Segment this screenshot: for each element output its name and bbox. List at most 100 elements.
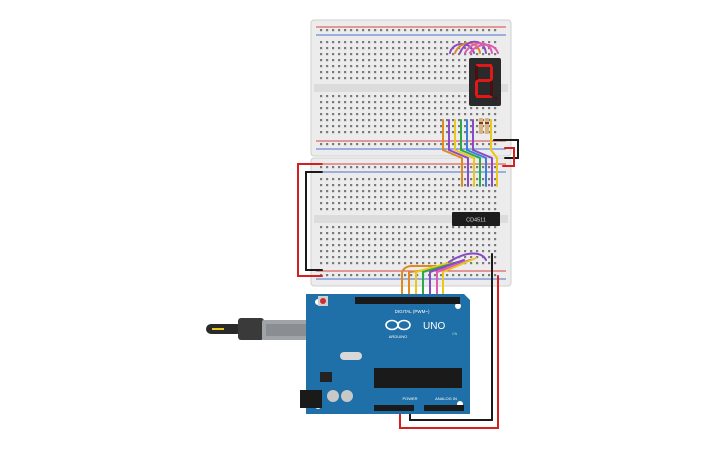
breadboard-hole[interactable] xyxy=(428,262,431,265)
breadboard-hole[interactable] xyxy=(422,41,425,44)
breadboard-hole[interactable] xyxy=(482,250,485,253)
breadboard-hole[interactable] xyxy=(452,143,455,146)
breadboard-hole[interactable] xyxy=(416,47,419,50)
breadboard-hole[interactable] xyxy=(362,125,365,128)
breadboard-hole[interactable] xyxy=(494,190,497,193)
breadboard-hole[interactable] xyxy=(398,244,401,247)
breadboard-hole[interactable] xyxy=(326,143,329,146)
breadboard-hole[interactable] xyxy=(410,119,413,122)
breadboard-hole[interactable] xyxy=(320,71,323,74)
breadboard-hole[interactable] xyxy=(398,256,401,259)
breadboard-hole[interactable] xyxy=(368,166,371,169)
cd4511-chip[interactable]: CD4511 xyxy=(452,212,500,226)
breadboard-hole[interactable] xyxy=(446,190,449,193)
breadboard-hole[interactable] xyxy=(404,232,407,235)
breadboard-hole[interactable] xyxy=(344,71,347,74)
breadboard-hole[interactable] xyxy=(428,71,431,74)
breadboard-hole[interactable] xyxy=(416,131,419,134)
breadboard-hole[interactable] xyxy=(344,131,347,134)
breadboard-hole[interactable] xyxy=(356,226,359,229)
breadboard-hole[interactable] xyxy=(380,178,383,181)
breadboard-hole[interactable] xyxy=(392,226,395,229)
breadboard-hole[interactable] xyxy=(458,208,461,211)
breadboard-hole[interactable] xyxy=(350,166,353,169)
breadboard-hole[interactable] xyxy=(350,119,353,122)
breadboard-hole[interactable] xyxy=(452,53,455,56)
breadboard-hole[interactable] xyxy=(470,232,473,235)
breadboard-hole[interactable] xyxy=(362,77,365,80)
breadboard-hole[interactable] xyxy=(338,125,341,128)
breadboard-hole[interactable] xyxy=(392,196,395,199)
breadboard-hole[interactable] xyxy=(320,131,323,134)
breadboard-hole[interactable] xyxy=(344,244,347,247)
breadboard-hole[interactable] xyxy=(428,190,431,193)
breadboard-hole[interactable] xyxy=(326,29,329,32)
breadboard-hole[interactable] xyxy=(344,262,347,265)
breadboard-hole[interactable] xyxy=(380,41,383,44)
breadboard-hole[interactable] xyxy=(362,196,365,199)
breadboard-hole[interactable] xyxy=(380,65,383,68)
breadboard-hole[interactable] xyxy=(470,262,473,265)
breadboard-hole[interactable] xyxy=(458,166,461,169)
breadboard-hole[interactable] xyxy=(374,59,377,62)
breadboard-hole[interactable] xyxy=(434,238,437,241)
breadboard-hole[interactable] xyxy=(410,244,413,247)
breadboard-hole[interactable] xyxy=(410,95,413,98)
breadboard-hole[interactable] xyxy=(482,184,485,187)
breadboard-hole[interactable] xyxy=(494,226,497,229)
breadboard-hole[interactable] xyxy=(422,202,425,205)
breadboard-hole[interactable] xyxy=(374,250,377,253)
breadboard-hole[interactable] xyxy=(398,250,401,253)
breadboard-hole[interactable] xyxy=(494,113,497,116)
breadboard-hole[interactable] xyxy=(428,208,431,211)
breadboard-hole[interactable] xyxy=(350,184,353,187)
breadboard-hole[interactable] xyxy=(338,262,341,265)
breadboard-hole[interactable] xyxy=(326,196,329,199)
breadboard-hole[interactable] xyxy=(476,244,479,247)
breadboard-hole[interactable] xyxy=(356,256,359,259)
breadboard-hole[interactable] xyxy=(416,59,419,62)
breadboard-hole[interactable] xyxy=(338,119,341,122)
breadboard-hole[interactable] xyxy=(488,113,491,116)
breadboard-hole[interactable] xyxy=(434,77,437,80)
breadboard-hole[interactable] xyxy=(458,184,461,187)
breadboard-hole[interactable] xyxy=(440,41,443,44)
breadboard-hole[interactable] xyxy=(410,131,413,134)
breadboard-hole[interactable] xyxy=(338,238,341,241)
breadboard-hole[interactable] xyxy=(440,59,443,62)
breadboard-hole[interactable] xyxy=(446,119,449,122)
breadboard-hole[interactable] xyxy=(332,184,335,187)
breadboard-hole[interactable] xyxy=(452,107,455,110)
breadboard-hole[interactable] xyxy=(458,226,461,229)
breadboard-hole[interactable] xyxy=(338,178,341,181)
breadboard-hole[interactable] xyxy=(356,184,359,187)
breadboard-hole[interactable] xyxy=(494,274,497,277)
breadboard-hole[interactable] xyxy=(482,274,485,277)
breadboard-hole[interactable] xyxy=(458,65,461,68)
breadboard-hole[interactable] xyxy=(368,95,371,98)
breadboard-hole[interactable] xyxy=(338,166,341,169)
breadboard-hole[interactable] xyxy=(464,77,467,80)
breadboard-hole[interactable] xyxy=(344,238,347,241)
breadboard-hole[interactable] xyxy=(320,77,323,80)
breadboard-hole[interactable] xyxy=(398,143,401,146)
breadboard-hole[interactable] xyxy=(326,184,329,187)
breadboard-hole[interactable] xyxy=(332,262,335,265)
breadboard-hole[interactable] xyxy=(476,184,479,187)
breadboard-hole[interactable] xyxy=(476,119,479,122)
breadboard-hole[interactable] xyxy=(416,143,419,146)
breadboard-hole[interactable] xyxy=(422,47,425,50)
breadboard-hole[interactable] xyxy=(344,256,347,259)
breadboard-hole[interactable] xyxy=(320,53,323,56)
breadboard-hole[interactable] xyxy=(488,143,491,146)
breadboard-hole[interactable] xyxy=(446,101,449,104)
breadboard-hole[interactable] xyxy=(386,101,389,104)
breadboard-hole[interactable] xyxy=(446,29,449,32)
breadboard-hole[interactable] xyxy=(470,143,473,146)
breadboard-hole[interactable] xyxy=(416,256,419,259)
breadboard-hole[interactable] xyxy=(440,101,443,104)
breadboard-hole[interactable] xyxy=(464,131,467,134)
breadboard-hole[interactable] xyxy=(356,41,359,44)
breadboard-hole[interactable] xyxy=(482,119,485,122)
breadboard-hole[interactable] xyxy=(488,131,491,134)
